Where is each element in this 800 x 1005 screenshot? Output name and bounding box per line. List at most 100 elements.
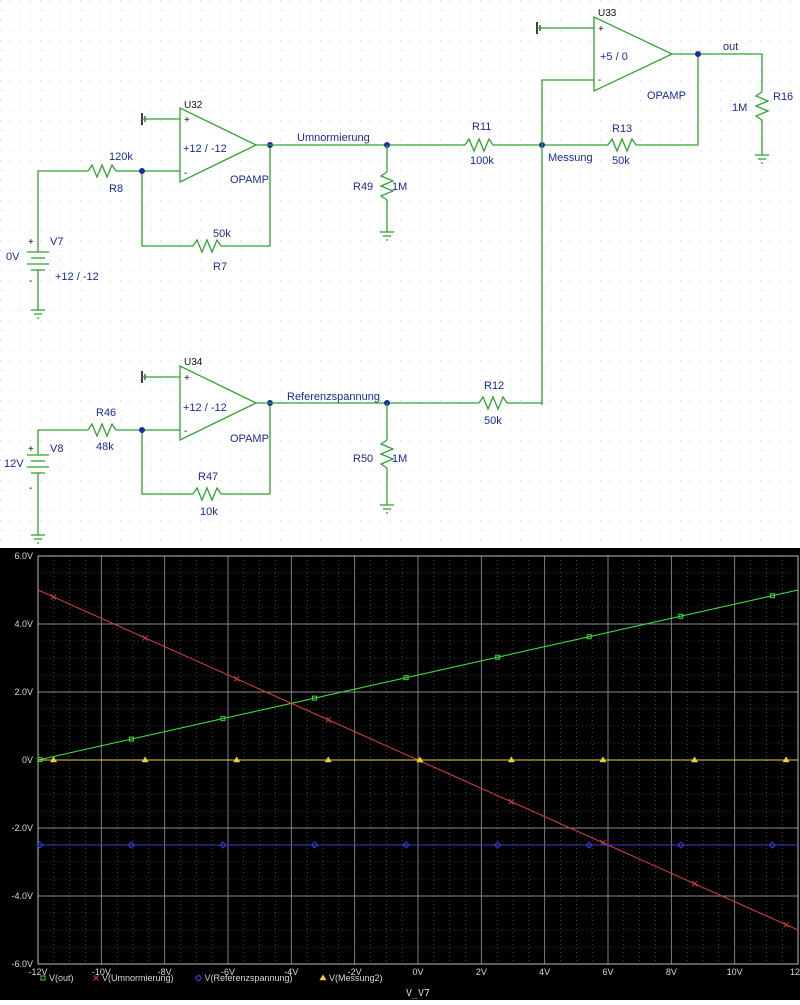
resistor-r13[interactable]: R13 50k <box>607 123 637 167</box>
voltage-source-v8[interactable]: V8 12V + - <box>4 443 63 535</box>
opamp-u33-ref: U33 <box>598 8 617 19</box>
resistor-r46-ref: R46 <box>96 407 116 419</box>
resistor-r50-ref: R50 <box>353 453 373 465</box>
ground-symbol-r50 <box>380 504 394 514</box>
resistor-r12-value: 50k <box>484 415 502 427</box>
resistor-r8[interactable]: 120k R8 <box>87 151 133 195</box>
series-marker <box>319 974 327 981</box>
x-tick-label: 10V <box>727 967 743 977</box>
y-tick-label: 0V <box>22 755 33 765</box>
series-marker <box>324 756 332 763</box>
wire-v7-r8 <box>37 170 88 240</box>
resistor-r16[interactable]: R16 1M <box>732 91 793 121</box>
series-marker <box>50 594 57 600</box>
series-marker <box>128 736 134 742</box>
voltage-source-v7[interactable]: V7 0V +12 / -12 + - <box>6 236 99 310</box>
x-tick-label: 4V <box>539 967 550 977</box>
resistor-r47-value: 10k <box>200 506 218 518</box>
series-marker <box>403 675 409 681</box>
opamp-u34-supply: +12 / -12 <box>183 402 227 414</box>
resistor-r50[interactable]: R50 1M <box>353 439 407 469</box>
series-marker <box>691 880 698 887</box>
net-label-referenzspannung: Referenzspannung <box>287 391 380 403</box>
opamp-u33-model: OPAMP <box>647 90 686 102</box>
ground-symbol-u33 <box>536 22 594 34</box>
resistor-r12-ref: R12 <box>484 380 504 392</box>
legend-label: V(Referenzspannung) <box>205 973 293 983</box>
net-label-out: out <box>723 41 738 53</box>
series-marker <box>312 695 318 701</box>
y-tick-label: 4.0V <box>14 619 33 629</box>
opamp-u33-supply: +5 / 0 <box>600 51 628 63</box>
source-v7-plus: + <box>28 237 34 248</box>
wire-v8-r46 <box>37 429 88 455</box>
y-tick-label: 2.0V <box>14 687 33 697</box>
series-marker <box>194 974 203 982</box>
series-marker <box>36 841 44 849</box>
series-marker <box>233 756 241 763</box>
x-tick-label: 8V <box>666 967 677 977</box>
series-marker <box>402 841 410 849</box>
ground-symbol-r49 <box>380 231 394 241</box>
ground-symbol-v7 <box>31 309 45 319</box>
opamp-u32-model: OPAMP <box>230 174 269 186</box>
junction-dot <box>139 168 145 174</box>
opamp-u32-supply: +12 / -12 <box>183 143 227 155</box>
resistor-r16-value: 1M <box>732 102 747 114</box>
resistor-r46-value: 48k <box>96 441 114 453</box>
ground-symbol-u34 <box>141 371 180 383</box>
legend-item: V(Messung2) <box>319 973 383 983</box>
series-marker <box>586 634 592 640</box>
junction-dot <box>695 51 701 57</box>
resistor-r11[interactable]: R11 100k <box>464 121 494 167</box>
x-tick-label: 12V <box>790 967 800 977</box>
opamp-u34-ref: U34 <box>184 357 203 368</box>
series-marker <box>220 716 226 722</box>
resistor-r8-ref: R8 <box>109 183 123 195</box>
source-v7-range: +12 / -12 <box>55 271 99 283</box>
series-marker <box>416 756 424 763</box>
resistor-r49-value: 1M <box>392 181 407 193</box>
source-v8-plus: + <box>28 444 34 455</box>
opamp-u34-minus-pin: - <box>184 426 187 437</box>
resistor-r49[interactable]: R49 1M <box>353 171 407 201</box>
ground-symbol-r16 <box>755 154 769 164</box>
wire-feedback-r47-right <box>221 403 271 495</box>
net-label-umnormierung: Umnormierung <box>297 132 370 144</box>
x-axis-label: V_V7 <box>406 988 430 999</box>
opamp-u33[interactable]: U33 +5 / 0 OPAMP + - <box>593 8 686 102</box>
series-v-messung2 <box>38 756 798 763</box>
x-tick-label: -2V <box>348 967 362 977</box>
x-tick-label: -10V <box>92 967 111 977</box>
source-v8-ref: V8 <box>50 443 63 455</box>
opamp-u33-minus-pin: - <box>598 75 601 86</box>
series-marker <box>677 841 685 849</box>
resistor-r12[interactable]: R12 50k <box>478 380 508 427</box>
series-layer <box>36 589 799 931</box>
wire-feedback-r47-left <box>141 430 193 495</box>
series-marker <box>219 841 227 849</box>
series-line <box>37 589 799 761</box>
resistor-r7-value: 50k <box>213 228 231 240</box>
series-marker <box>768 841 777 849</box>
resistor-r7[interactable]: 50k R7 <box>192 228 231 273</box>
wire-out <box>672 53 763 92</box>
opamp-u32-ref: U32 <box>184 100 203 111</box>
net-label-messung: Messung <box>548 152 593 164</box>
resistor-r47[interactable]: R47 10k <box>192 471 222 518</box>
resistor-r46[interactable]: R46 48k <box>87 407 117 453</box>
y-tick-label: -4.0V <box>11 891 33 901</box>
legend-item: V(Referenzspannung) <box>194 973 293 983</box>
series-marker <box>325 717 332 723</box>
opamp-u32[interactable]: U32 +12 / -12 OPAMP + - <box>179 100 269 186</box>
source-v7-ref: V7 <box>50 236 63 248</box>
legend-label: V(Umnormierung) <box>102 973 174 983</box>
opamp-u34[interactable]: U34 +12 / -12 OPAMP + - <box>179 357 269 445</box>
resistor-r16-ref: R16 <box>773 91 793 103</box>
series-v-out <box>37 589 799 763</box>
resistor-r13-value: 50k <box>612 155 630 167</box>
